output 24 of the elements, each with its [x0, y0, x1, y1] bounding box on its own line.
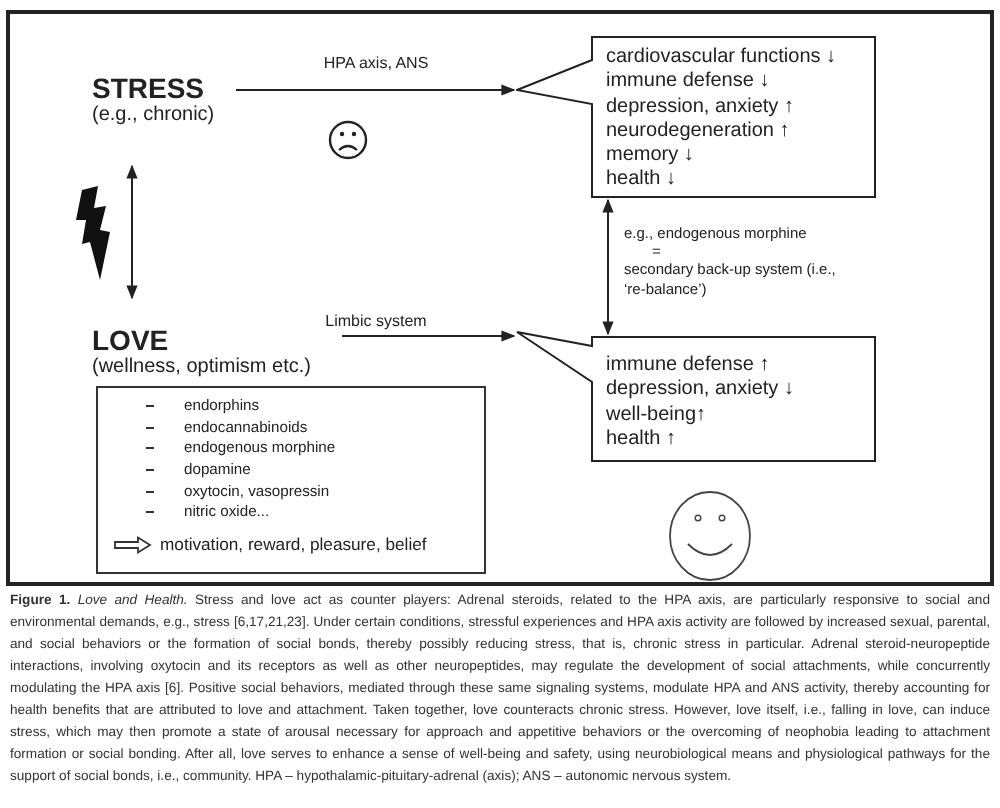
outcome-text: memory ↓: [606, 144, 696, 169]
outcome-text: neurodegeneration ↑: [606, 119, 792, 145]
list-box: [96, 386, 486, 574]
outcome-text: health ↑: [606, 427, 679, 453]
heading: STRESS: [92, 72, 207, 104]
edge-label: HPA axis, ANS: [321, 54, 431, 74]
list-item: motivation, reward, pleasure, belief: [160, 533, 427, 556]
outcome-text: cardiovascular functions ↓: [606, 46, 837, 71]
outcome-text: health ↓: [606, 168, 679, 194]
heading: LOVE: [92, 324, 171, 356]
callout-box: [516, 36, 876, 198]
outcome-text: well-being↑: [606, 403, 709, 428]
arrow: [602, 198, 614, 336]
outcome-text: depression, anxiety ↑: [606, 95, 796, 120]
arrow: [126, 164, 138, 300]
outcome-text: immune defense ↓: [606, 70, 772, 96]
subheading: (e.g., chronic): [92, 104, 217, 128]
subheading: (wellness, optimism etc.): [92, 356, 313, 380]
callout-box: [516, 330, 876, 462]
outcome-text: immune defense ↑: [606, 354, 772, 379]
outcome-text: depression, anxiety ↓: [606, 378, 794, 404]
edge-label: Limbic system: [323, 312, 429, 332]
arrow: [341, 330, 516, 342]
arrow: [235, 84, 516, 96]
